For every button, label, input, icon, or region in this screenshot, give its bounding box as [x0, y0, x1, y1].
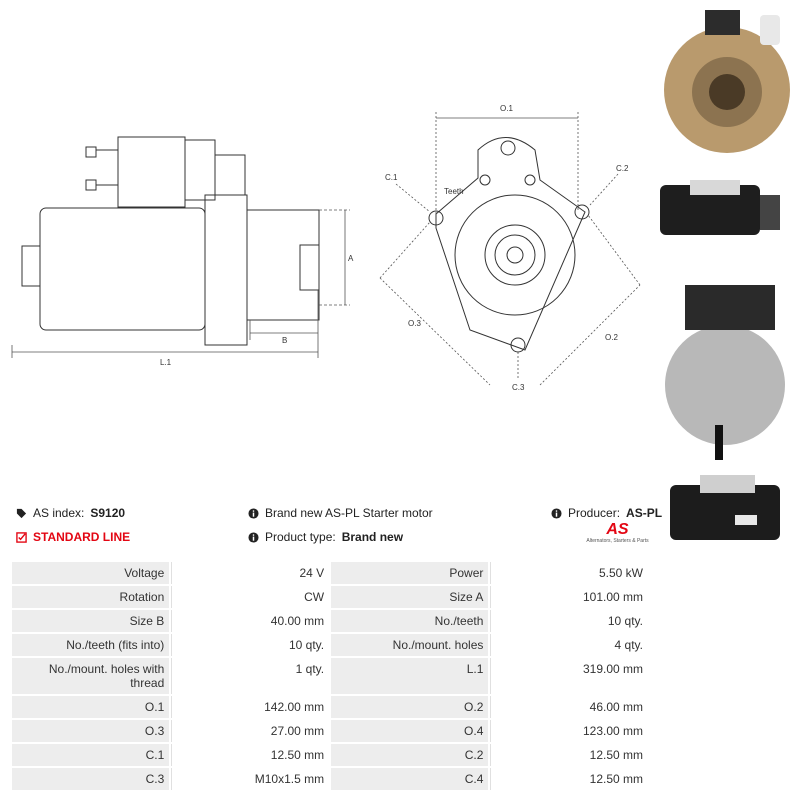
spec-value: 27.00 mm: [171, 720, 330, 742]
as-pl-logo: AS Alternators, Starters & Parts: [585, 521, 650, 545]
spec-label: O.3: [12, 720, 170, 742]
spec-value: M10x1.5 mm: [171, 768, 330, 790]
spec-label: C.2: [331, 744, 489, 766]
spec-label: Power: [331, 562, 489, 584]
spec-value: 101.00 mm: [490, 586, 648, 608]
dim-o3: O.3: [408, 319, 421, 328]
producer: Producer: AS-PL: [551, 506, 662, 520]
side-view: [21, 136, 320, 346]
dim-a: A: [348, 254, 354, 263]
spec-value: 12.50 mm: [490, 744, 648, 766]
technical-drawing: L.1 B A O.1 O.3 O.2 C.1 C.2 C.3 Teeth: [11, 104, 641, 392]
dim-teeth: Teeth: [444, 187, 464, 196]
producer-label: Producer:: [568, 506, 621, 520]
spec-label: Voltage: [12, 562, 170, 584]
front-dimensions: [379, 112, 641, 386]
front-view: [428, 137, 590, 353]
info-icon: [248, 531, 259, 543]
photo-side-2: [670, 475, 780, 540]
photo-front: [664, 10, 790, 153]
spec-label: O.1: [12, 696, 170, 718]
description: Brand new AS-PL Starter motor: [248, 506, 433, 520]
product-info: AS index: S9120 STANDARD LINE Brand new …: [0, 500, 662, 560]
description-text: Brand new AS-PL Starter motor: [265, 506, 433, 520]
spec-label: L.1: [331, 658, 489, 694]
producer-value: AS-PL: [626, 506, 663, 520]
logo-mark: AS: [606, 521, 629, 538]
spec-value: 1 qty.: [171, 658, 330, 694]
standard-line: STANDARD LINE: [16, 530, 130, 544]
spec-value: 142.00 mm: [171, 696, 330, 718]
spec-label: Size B: [12, 610, 170, 632]
spec-label: C.1: [12, 744, 170, 766]
product-photos: [660, 10, 790, 540]
spec-label: Rotation: [12, 586, 170, 608]
dim-b: B: [282, 336, 287, 345]
side-dimensions: [11, 209, 350, 358]
spec-label: C.4: [331, 768, 489, 790]
info-icon: [248, 507, 259, 519]
spec-value: 12.50 mm: [171, 744, 330, 766]
standard-line-label: STANDARD LINE: [33, 530, 131, 544]
spec-label: No./mount. holes with thread: [12, 658, 170, 694]
dim-o2: O.2: [605, 333, 618, 342]
dim-o1: O.1: [500, 104, 513, 113]
spec-value: 24 V: [171, 562, 330, 584]
spec-value: 123.00 mm: [490, 720, 648, 742]
spec-value: 12.50 mm: [490, 768, 648, 790]
spec-value: 40.00 mm: [171, 610, 330, 632]
photo-side-1: [660, 180, 780, 235]
spec-value: 10 qty.: [171, 634, 330, 656]
spec-value: 4 qty.: [490, 634, 648, 656]
spec-label: Size A: [331, 586, 489, 608]
tag-icon: [16, 508, 27, 518]
spec-value: CW: [171, 586, 330, 608]
product-type: Product type: Brand new: [248, 530, 403, 544]
dim-c1: C.1: [385, 173, 398, 182]
spec-label: No./mount. holes: [331, 634, 489, 656]
as-index-value: S9120: [90, 506, 126, 520]
spec-value: 319.00 mm: [490, 658, 648, 694]
spec-value: 10 qty.: [490, 610, 648, 632]
dim-c2: C.2: [616, 164, 629, 173]
spec-label: No./teeth (fits into): [12, 634, 170, 656]
dim-l1: L.1: [160, 358, 172, 367]
as-index-label: AS index:: [33, 506, 85, 520]
product-type-label: Product type:: [265, 530, 336, 544]
spec-label: C.3: [12, 768, 170, 790]
product-type-value: Brand new: [341, 530, 404, 544]
spec-label: O.2: [331, 696, 489, 718]
spec-label: No./teeth: [331, 610, 489, 632]
checkbox-icon: [16, 531, 27, 543]
info-icon: [551, 507, 562, 519]
as-index: AS index: S9120: [16, 506, 125, 520]
table-row: No./teeth (fits into)10 qty.No./mount. h…: [12, 634, 648, 656]
spec-value: 46.00 mm: [490, 696, 648, 718]
spec-value: 5.50 kW: [490, 562, 648, 584]
dim-c3: C.3: [512, 383, 525, 392]
logo-tagline: Alternators, Starters & Parts: [586, 538, 649, 544]
photo-rear: [665, 285, 785, 460]
spec-label: O.4: [331, 720, 489, 742]
